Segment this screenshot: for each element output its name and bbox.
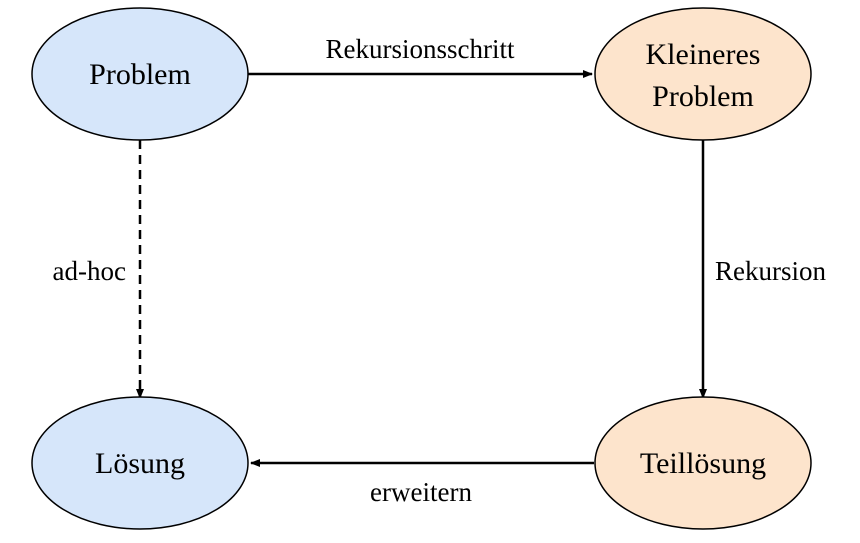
node-kleineres-shape (594, 7, 812, 141)
node-teilloesung-label: Teillösung (640, 447, 766, 480)
node-kleineres-label-line2: Problem (652, 80, 754, 113)
edge-adhoc-label: ad-hoc (53, 256, 126, 286)
edge-rekursion-label: Rekursion (715, 256, 826, 286)
node-teilloesung: Teillösung (594, 396, 812, 530)
node-problem-shape (31, 7, 249, 141)
edge-erweitern-label: erweitern (370, 477, 472, 507)
node-problem-label: Problem (89, 58, 191, 91)
node-loesung: Lösung (31, 396, 249, 530)
node-loesung-label: Lösung (95, 447, 185, 480)
node-kleineres-label-line1: Kleineres (646, 38, 761, 71)
node-problem: Problem (31, 7, 249, 141)
node-kleineres-problem: Kleineres Problem (594, 7, 812, 141)
node-loesung-shape (31, 396, 249, 530)
edge-rekursionsschritt-label: Rekursionsschritt (326, 34, 515, 64)
node-teilloesung-shape (594, 396, 812, 530)
